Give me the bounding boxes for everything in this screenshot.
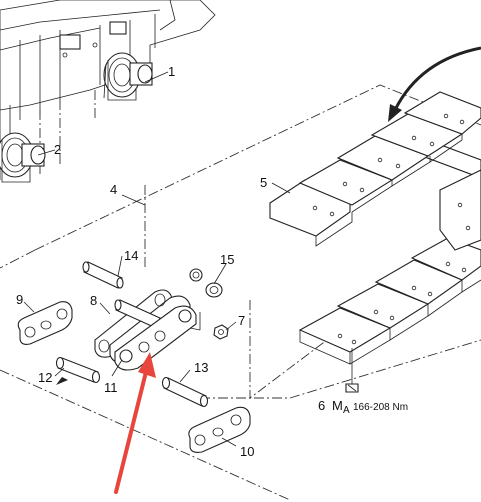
track-link-9: [17, 301, 73, 345]
callout-13: 13: [194, 360, 208, 375]
leader-lines: [23, 71, 291, 447]
assembly-arrow: [388, 46, 481, 122]
track-pin-12: [55, 356, 101, 384]
track-pin-13: [161, 376, 209, 408]
callout-4: 4: [110, 182, 117, 197]
callout-10: 10: [240, 444, 254, 459]
torque-spec: M A 166-208 Nm: [332, 398, 408, 416]
callout-8: 8: [90, 293, 97, 308]
callout-2: 2: [54, 142, 61, 157]
callout-11: 11: [104, 380, 118, 395]
highlight-arrow: [114, 352, 156, 494]
track-link-10: [188, 406, 251, 453]
callout-12: 12: [38, 370, 52, 385]
bushings-15: [189, 268, 223, 298]
callout-6: 6: [318, 398, 325, 413]
track-roller-2: [0, 132, 46, 183]
shoe-bolt: [345, 348, 359, 393]
callout-7: 7: [238, 313, 245, 328]
direction-arrow-head: [56, 377, 68, 385]
track-shoes-upper: [269, 91, 481, 247]
nut-7: [213, 324, 229, 340]
callout-1: 1: [168, 64, 175, 79]
torque-value: 166-208 Nm: [353, 402, 408, 413]
track-pin-14: [82, 261, 124, 289]
callout-5: 5: [260, 175, 267, 190]
track-roller-1: [103, 52, 153, 101]
callout-9: 9: [16, 292, 23, 307]
callout-15: 15: [220, 252, 234, 267]
track-shoes-lower: [298, 169, 481, 365]
torque-subscript: A: [343, 405, 350, 416]
track-link-11: [114, 305, 201, 371]
callout-14: 14: [124, 248, 138, 263]
torque-symbol: M: [332, 398, 343, 413]
